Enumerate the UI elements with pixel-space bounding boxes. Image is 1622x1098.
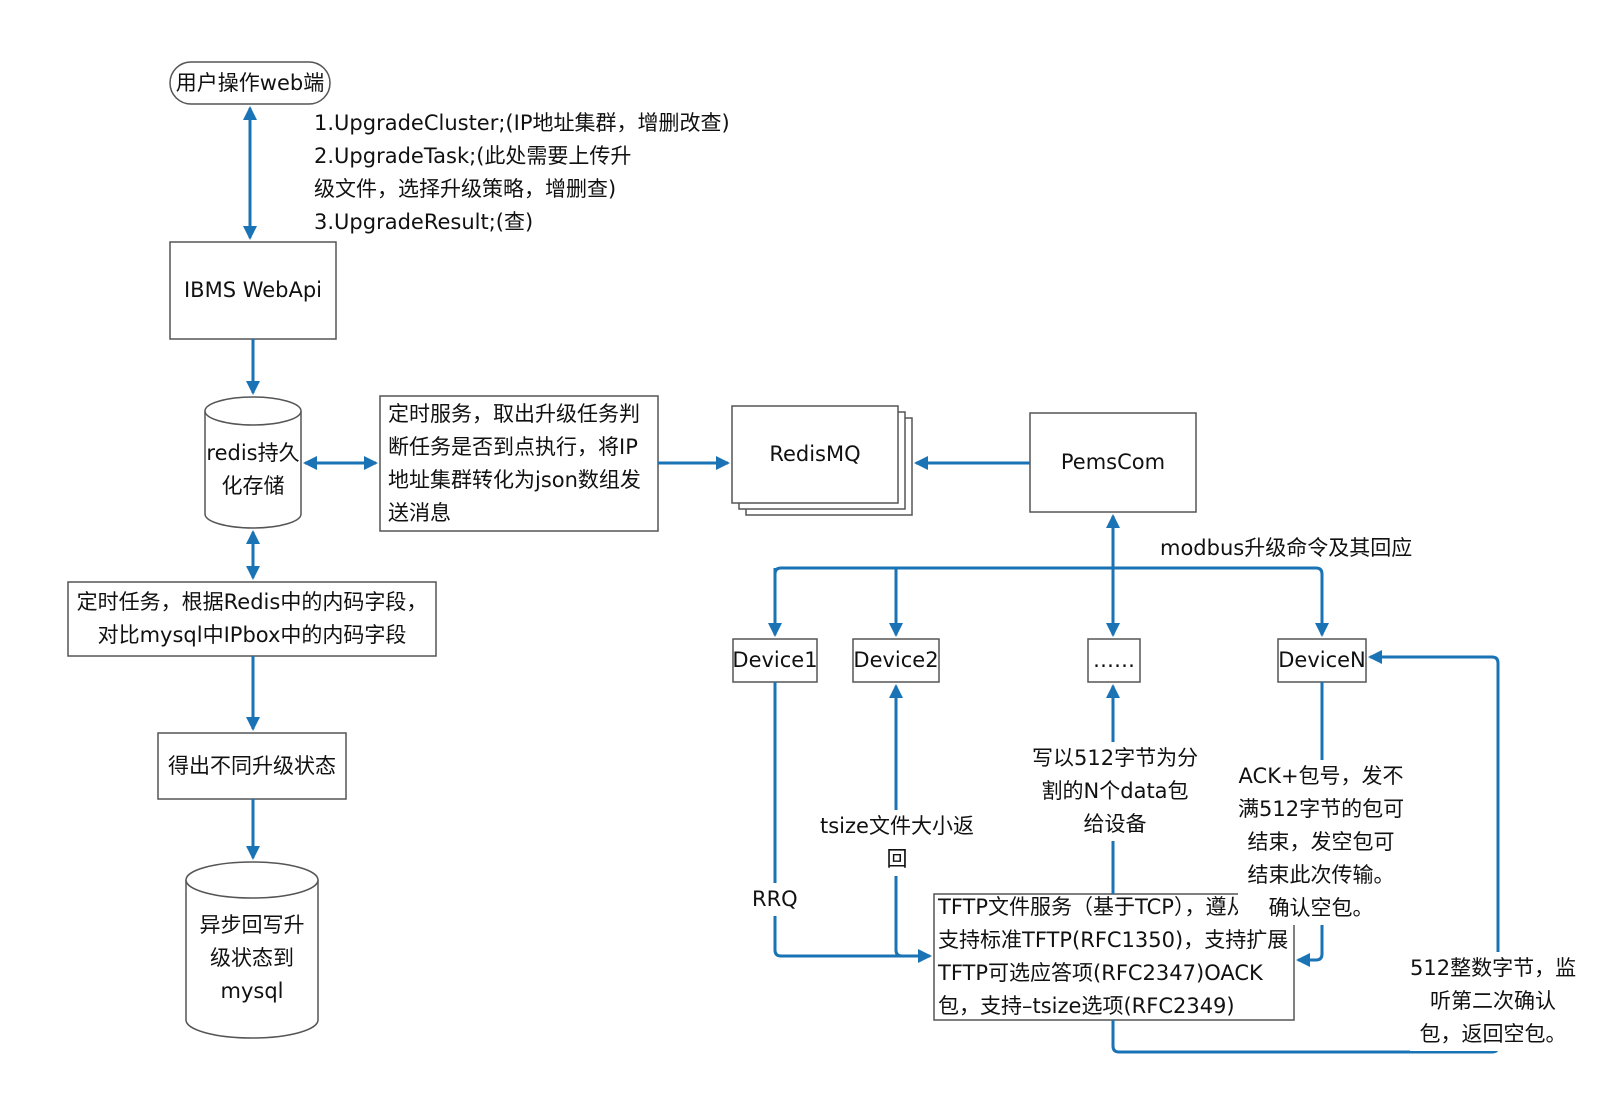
timer-service-node-shape (379, 395, 659, 532)
user-web-node-shape (169, 61, 331, 105)
device2-node: Device2 (853, 648, 939, 672)
deviceN-node-shape (1277, 638, 1367, 683)
pemscom-node: PemsCom (1060, 450, 1166, 474)
timer-service-node: 定时服务，取出升级任务判 断任务是否到点执行，将IP 地址集群转化为json数组… (388, 401, 641, 525)
mysql-cylinder-shape (185, 861, 319, 1039)
redismq-stack-shape (731, 405, 913, 516)
write512-label: 写以512字节为分 割的N个data包 给设备 (1032, 742, 1199, 841)
device-dots-node-shape (1087, 638, 1141, 683)
redis-cylinder-shape (204, 396, 302, 529)
device1-node: Device1 (732, 648, 818, 672)
timer-task-node: 定时任务，根据Redis中的内码字段， 对比mysql中IPbox中的内码字段 (76, 590, 428, 647)
ack-arrow (1296, 682, 1324, 967)
webapi-node: IBMS WebApi (183, 278, 323, 302)
deviceN-node: DeviceN (1278, 648, 1366, 672)
tsize-arrow (889, 684, 930, 958)
resp512-label: 512整数字节，监 听第二次确认 包，返回空包。 (1410, 952, 1577, 1051)
tsize-label: tsize文件大小返 回 (820, 810, 974, 876)
api-list-label: 1.UpgradeCluster;(IP地址集群，增删改查) 2.Upgrade… (314, 111, 730, 234)
redismq-node: RedisMQ (769, 442, 861, 466)
webapi-node-shape (169, 241, 337, 340)
ack-label: ACK+包号，发不 满512字节的包可 结束，发空包可 结束此次传输。 确认空包… (1238, 760, 1405, 925)
rrq-label: RRQ (752, 883, 798, 916)
device-dots-node: …… (1093, 648, 1135, 672)
mysql-node: 异步回写升 级状态到 mysql (199, 912, 305, 1003)
device1-node-shape (732, 638, 818, 683)
tftp-node: TFTP文件服务（基于TCP），遵从 支持标准TFTP(RFC1350)，支持扩… (938, 895, 1289, 1018)
status-node-shape (157, 732, 347, 800)
redis-node: redis持久 化存储 (206, 441, 300, 498)
status-node: 得出不同升级状态 (168, 753, 336, 778)
rrq-arrow (773, 682, 932, 963)
device2-node-shape (852, 638, 940, 683)
modbus-label: modbus升级命令及其回应 (1160, 536, 1413, 560)
bus-line (773, 566, 1329, 637)
user-web-node: 用户操作web端 (175, 70, 325, 95)
